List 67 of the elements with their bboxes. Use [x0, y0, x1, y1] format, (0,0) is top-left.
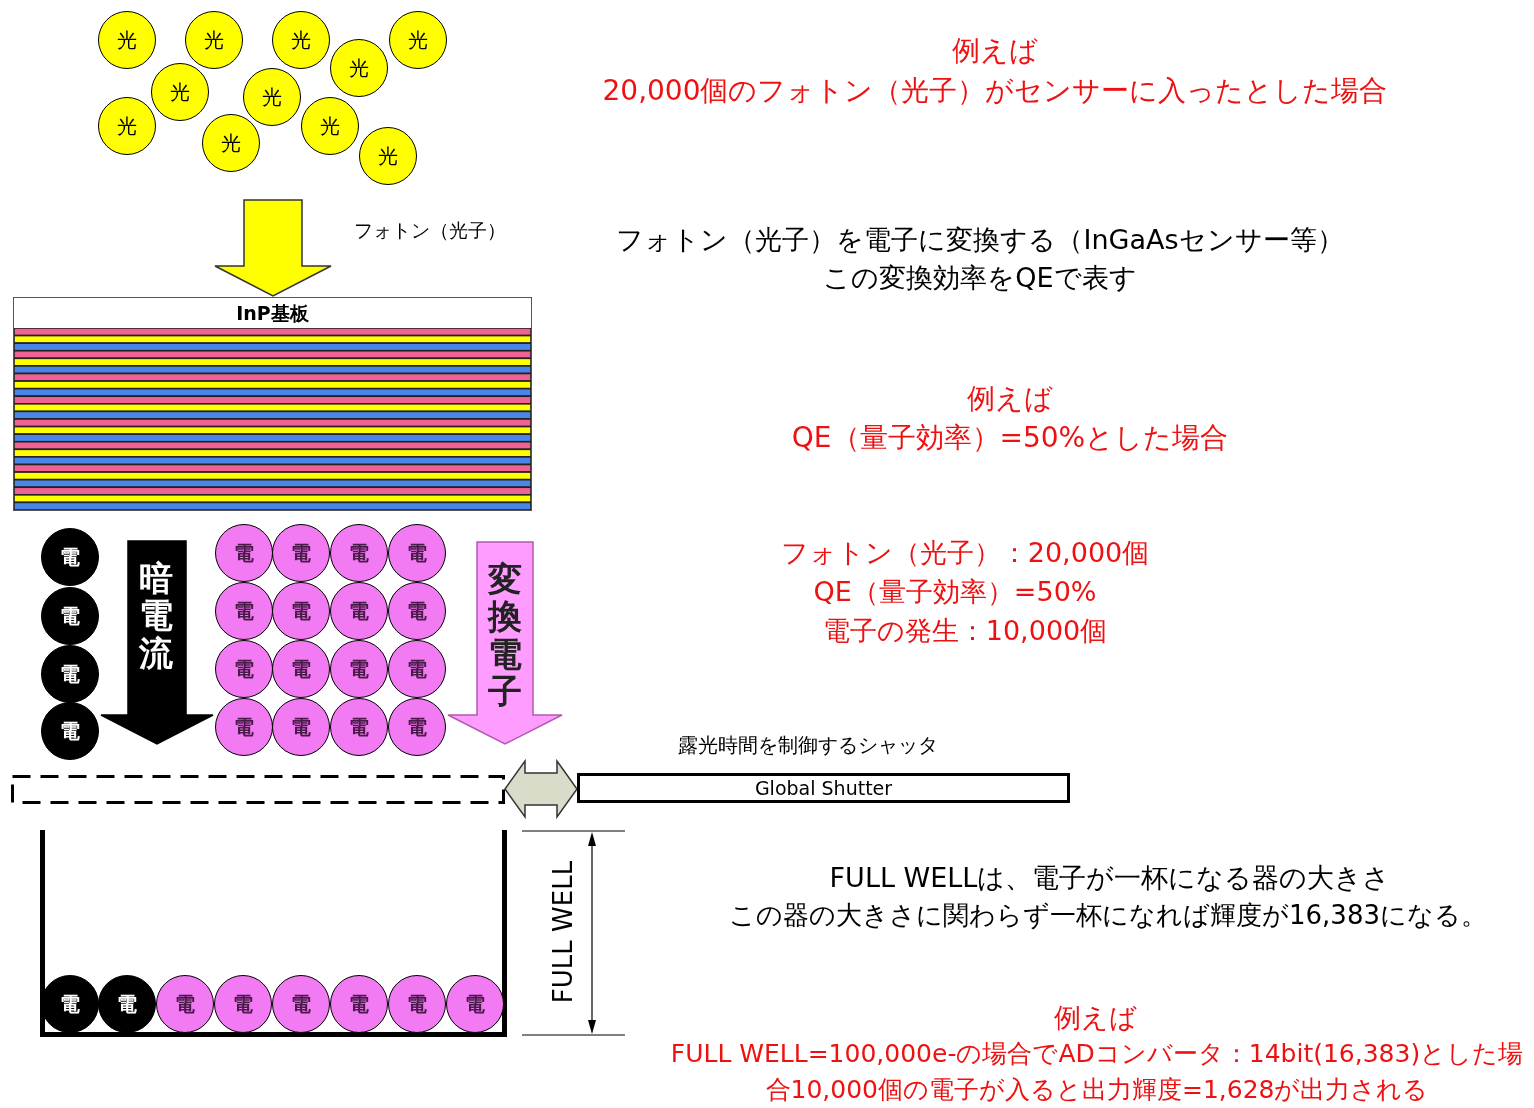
text-label: 露光時間を制御するシャッタ: [678, 732, 938, 759]
node-label: 光: [408, 27, 428, 54]
node-label: 電: [60, 661, 80, 688]
node-label: 電: [60, 991, 80, 1018]
text-label: 電子の発生：10,000個: [822, 614, 1108, 648]
node-label: 電: [349, 656, 369, 683]
node-label: 電: [291, 714, 311, 741]
node-label: 光: [117, 113, 137, 140]
text-label: 例えば: [952, 33, 1038, 69]
node-label: 電: [407, 656, 427, 683]
text-label: 例えば: [967, 381, 1053, 417]
block-arrow: [447, 541, 563, 745]
node-label: 電: [291, 656, 311, 683]
node-label: 電: [60, 603, 80, 630]
text-label: フォトン（光子）: [354, 218, 506, 243]
node-label: 電: [234, 598, 254, 625]
text-label: この変換効率をQEで表す: [823, 261, 1137, 295]
node-label: 電: [291, 991, 311, 1018]
node-label: 電: [407, 714, 427, 741]
node-label: 電: [117, 991, 137, 1018]
sensor-layer-stack: [13, 297, 532, 511]
node-label: 光: [320, 113, 340, 140]
text-label: フォトン（光子）：20,000個: [780, 536, 1150, 570]
block-arrow: [504, 758, 578, 820]
node-label: 光: [349, 55, 369, 82]
shutter-bar: [577, 773, 1070, 803]
node-label: 電: [407, 540, 427, 567]
node-label: InP基板: [236, 300, 309, 326]
node-label: 電: [234, 656, 254, 683]
text-label: 20,000個のフォトン（光子）がセンサーに入ったとした場合: [602, 73, 1388, 109]
container-well: [40, 830, 507, 1037]
node-label: 電: [407, 991, 427, 1018]
node-label: 光: [221, 130, 241, 157]
node-label: 電: [349, 714, 369, 741]
node-label: 電: [349, 598, 369, 625]
node-label: 電: [60, 544, 80, 571]
node-label: Global Shutter: [754, 775, 893, 801]
node-label: 光: [117, 27, 137, 54]
block-arrow: [214, 199, 332, 297]
node-label: 電: [233, 991, 253, 1018]
node-label: 電: [349, 991, 369, 1018]
dashed-box: [11, 775, 505, 804]
node-label: 光: [170, 79, 190, 106]
node-label: 電: [234, 714, 254, 741]
node-label: 電: [175, 991, 195, 1018]
text-label: FULL WELLは、電子が一杯になる器の大きさ: [829, 861, 1391, 895]
node-label: 電: [407, 598, 427, 625]
node-label: 電: [291, 540, 311, 567]
node-label: 光: [204, 27, 224, 54]
node-label: 変換電子: [488, 561, 522, 714]
text-label: QE（量子効率）=50%とした場合: [791, 420, 1229, 456]
node-label: 光: [378, 143, 398, 170]
node-label: 光: [291, 27, 311, 54]
text-label: QE（量子効率）=50%: [813, 575, 1097, 609]
block-arrow: [100, 540, 214, 745]
text-label: FULL WELL=100,000e-の場合でADコンバータ：14bit(16,383)とした場合10,000個の電子が入ると出力輝度=1,628が出力される: [669, 1038, 1525, 1106]
text-label: FULL WELL: [546, 860, 579, 1004]
node-label: 光: [262, 84, 282, 111]
node-label: 電: [465, 991, 485, 1018]
text-label: 例えば: [1053, 1001, 1137, 1035]
text-label: この器の大きさに関わらず一杯になれば輝度が16,383になる。: [729, 899, 1487, 932]
node-label: 暗電流: [139, 560, 173, 675]
node-label: 電: [234, 540, 254, 567]
node-label: 電: [349, 540, 369, 567]
text-label: フォトン（光子）を電子に変換する（InGaAsセンサー等）: [616, 223, 1344, 257]
node-label: 電: [291, 598, 311, 625]
node-label: 電: [60, 718, 80, 745]
